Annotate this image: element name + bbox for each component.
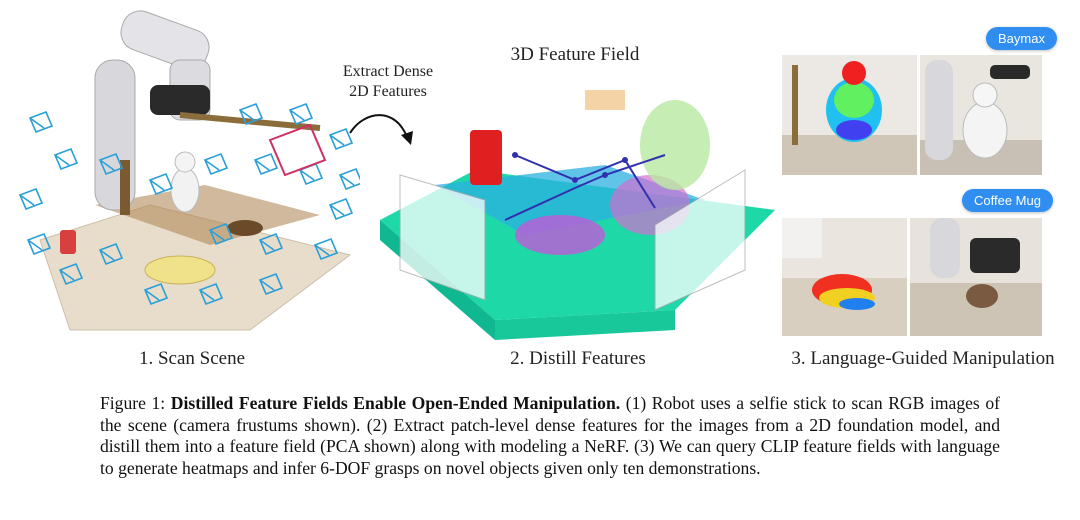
curved-arrow-icon (349, 114, 413, 145)
extract-features-annotation: Extract Dense 2D Features (318, 62, 458, 102)
annotation-line2: 2D Features (349, 83, 427, 100)
scan-scene-panel (0, 0, 360, 345)
query-bubble-coffee-mug: Coffee Mug (962, 189, 1053, 212)
baymax-grasp-photo (920, 55, 1042, 175)
figure-caption: Figure 1: Distilled Feature Fields Enabl… (100, 393, 1000, 479)
caption-title: Distilled Feature Fields Enable Open-End… (170, 393, 621, 413)
scan-scene-illustration (18, 10, 360, 331)
feature-field-title: 3D Feature Field (510, 44, 640, 65)
caption-body: (1) Robot uses a selfie stick to scan RG… (100, 393, 1000, 478)
panel2-label: 2. Distill Features (510, 348, 646, 369)
panel1-label: 1. Scan Scene (138, 348, 246, 369)
baymax-heatmap-photo (782, 55, 917, 175)
annotation-line1: Extract Dense (342, 63, 434, 80)
query-bubble-baymax: Baymax (986, 27, 1057, 50)
feature-field-panel (375, 70, 780, 345)
camera-frustums (18, 102, 360, 306)
caption-prefix: Figure 1: (100, 393, 166, 413)
mug-grasp-photo (910, 218, 1042, 336)
panel3-label: 3. Language-Guided Manipulation (791, 348, 1055, 369)
feature-field-illustration (380, 90, 775, 340)
mug-heatmap-photo (782, 218, 907, 336)
